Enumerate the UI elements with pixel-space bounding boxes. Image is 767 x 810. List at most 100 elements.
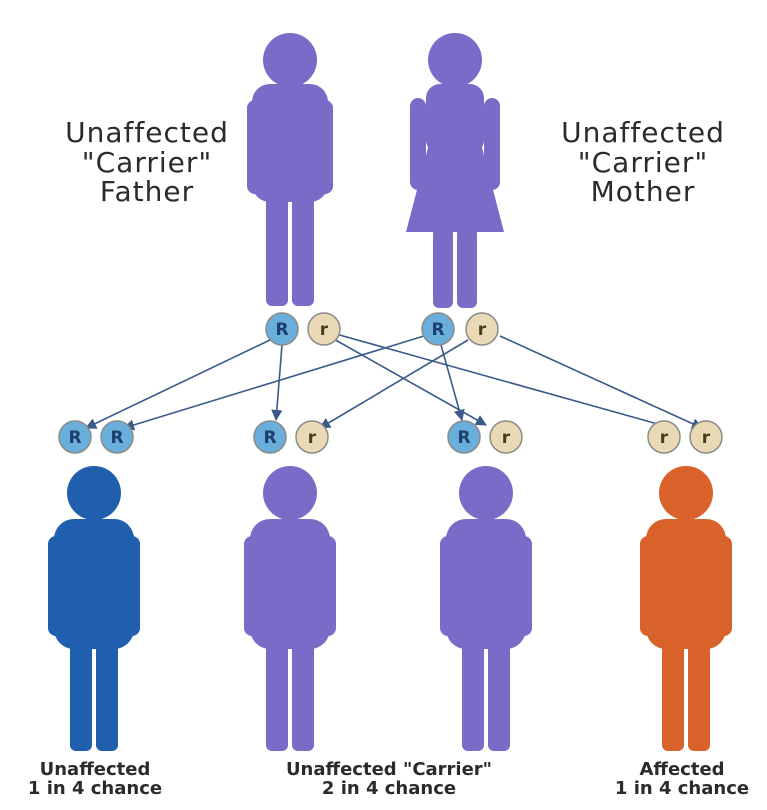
dominant-allele-circle <box>447 420 481 454</box>
recessive-allele-circle <box>295 420 329 454</box>
arrow-father-r-to-child4 <box>335 333 674 431</box>
figure-part <box>715 536 732 636</box>
dominant-allele-circle <box>265 312 299 346</box>
child1-alleles: R R <box>58 420 134 454</box>
allele-letter: r <box>308 428 317 448</box>
allele-circle: r <box>647 420 681 454</box>
child1-figure-icon <box>48 466 140 751</box>
allele-letter: r <box>320 320 329 340</box>
affected-child-label: Affected 1 in 4 chance <box>598 760 766 798</box>
allele-letter: r <box>702 428 711 448</box>
figure-part <box>292 638 314 751</box>
child4-figure-icon <box>640 466 732 751</box>
figure-part <box>659 466 713 520</box>
figure-part <box>662 638 684 751</box>
allele-circle: r <box>465 312 499 346</box>
father-alleles: R r <box>265 312 341 346</box>
dominant-allele-circle <box>100 420 134 454</box>
child2-figure-icon <box>244 466 336 751</box>
father-label-line1: Unaffected <box>65 116 229 149</box>
figure-part <box>54 519 134 649</box>
mother-alleles: R r <box>421 312 499 346</box>
allele-circle: R <box>447 420 481 454</box>
figure-part <box>244 536 261 636</box>
arrow-father-R-to-child2 <box>271 344 283 422</box>
figure-part <box>70 638 92 751</box>
mother-label-line2: "Carrier" <box>577 145 709 179</box>
figure-part <box>96 638 118 751</box>
mother-label-line1: Unaffected <box>561 116 725 149</box>
arrow-mother-r-to-child4 <box>499 335 704 429</box>
affected-label-line1: Affected <box>639 759 725 780</box>
unaffected-child-label: Unaffected 1 in 4 chance <box>0 760 190 798</box>
carrier-children-label: Unaffected "Carrier" 2 in 4 chance <box>258 760 520 798</box>
allele-letter: R <box>68 428 81 448</box>
allele-circle: r <box>689 420 723 454</box>
arrow-mother-R-to-child1 <box>122 335 425 431</box>
allele-circle: R <box>253 420 287 454</box>
father-label-line2: "Carrier" <box>81 145 213 179</box>
mother-figure-icon <box>406 33 504 308</box>
recessive-allele-circle <box>689 420 723 454</box>
father-label-line3: Father <box>99 175 195 209</box>
arrow-mother-R-to-child3 <box>440 344 465 422</box>
allele-letter: R <box>275 320 288 340</box>
arrow-father-r-to-child3 <box>331 337 487 426</box>
figure-part <box>48 536 65 636</box>
figure-part <box>250 519 330 649</box>
allele-circle: r <box>307 312 341 346</box>
figure-part <box>640 536 657 636</box>
mother-label: Unaffected "Carrier" Mother <box>548 118 738 207</box>
figure-part <box>688 638 710 751</box>
father-label: Unaffected "Carrier" Father <box>52 118 242 207</box>
allele-circle: R <box>421 312 455 346</box>
father-figure-icon <box>247 33 333 306</box>
arrow-mother-r-to-child2 <box>319 339 469 429</box>
recessive-allele-circle <box>647 420 681 454</box>
figure-part <box>67 466 121 520</box>
child3-alleles: R r <box>447 420 523 454</box>
allele-letter: R <box>110 428 123 448</box>
dominant-allele-circle <box>58 420 92 454</box>
allele-circle: r <box>489 420 523 454</box>
dominant-allele-circle <box>421 312 455 346</box>
dominant-allele-circle <box>253 420 287 454</box>
allele-letter: R <box>431 320 444 340</box>
affected-label-line2: 1 in 4 chance <box>614 778 750 800</box>
figure-part <box>263 466 317 520</box>
figure-part <box>446 519 526 649</box>
arrow-father-R-to-child1 <box>84 339 271 429</box>
mother-label-line3: Mother <box>590 175 696 209</box>
figure-part <box>266 638 288 751</box>
figure-part <box>459 466 513 520</box>
allele-letter: R <box>263 428 276 448</box>
figure-part <box>440 536 457 636</box>
figure-part <box>123 536 140 636</box>
recessive-allele-circle <box>465 312 499 346</box>
allele-circle: r <box>295 420 329 454</box>
child2-alleles: R r <box>253 420 329 454</box>
figure-part <box>462 638 484 751</box>
figure-part <box>646 519 726 649</box>
allele-circle: R <box>100 420 134 454</box>
allele-circle: R <box>265 312 299 346</box>
allele-letter: r <box>660 428 669 448</box>
recessive-allele-circle <box>489 420 523 454</box>
figure-part <box>515 536 532 636</box>
allele-letter: r <box>502 428 511 448</box>
child4-alleles: r r <box>647 420 723 454</box>
recessive-allele-circle <box>307 312 341 346</box>
allele-letter: R <box>457 428 470 448</box>
allele-letter: r <box>478 320 487 340</box>
allele-circle: R <box>58 420 92 454</box>
figure-part <box>319 536 336 636</box>
allele-arrows <box>84 333 704 431</box>
unaffected-label-line2: 1 in 4 chance <box>27 778 163 800</box>
figure-part <box>488 638 510 751</box>
carrier-label-line2: 2 in 4 chance <box>321 778 457 800</box>
carrier-label-line1: Unaffected "Carrier" <box>285 759 493 780</box>
child3-figure-icon <box>440 466 532 751</box>
unaffected-label-line1: Unaffected <box>39 759 151 780</box>
